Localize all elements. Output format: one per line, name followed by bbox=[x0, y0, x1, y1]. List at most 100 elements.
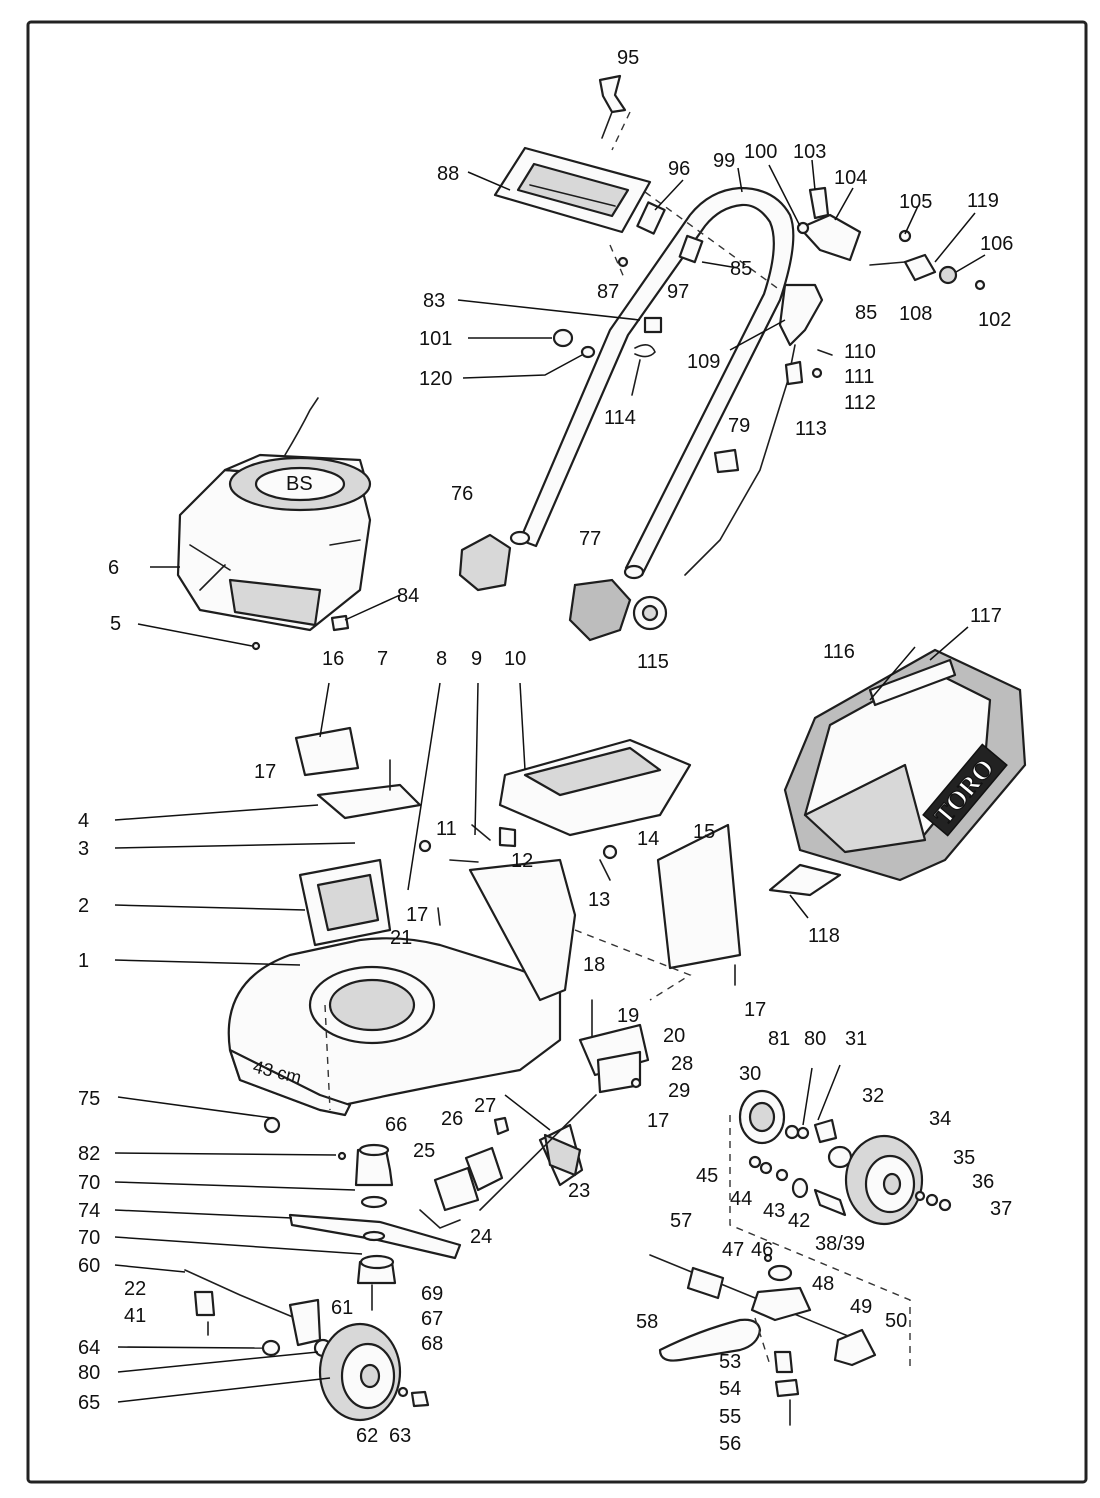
callout-97: 97 bbox=[667, 281, 689, 303]
callout-68: 68 bbox=[421, 1333, 443, 1355]
callout-64: 64 bbox=[78, 1337, 100, 1359]
callout-110: 110 bbox=[844, 341, 876, 363]
callout-45: 45 bbox=[696, 1165, 718, 1187]
callout-23: 23 bbox=[568, 1180, 590, 1202]
callout-112: 112 bbox=[844, 392, 876, 414]
callout-48: 48 bbox=[812, 1273, 834, 1295]
callout-102: 102 bbox=[978, 309, 1011, 331]
callout-5: 5 bbox=[110, 613, 121, 635]
callout-117: 117 bbox=[970, 605, 1002, 627]
callout-50: 50 bbox=[885, 1310, 907, 1332]
callout-118: 118 bbox=[808, 925, 840, 947]
callout-109: 109 bbox=[687, 351, 720, 373]
cover-parts bbox=[458, 533, 668, 642]
blade-assembly bbox=[263, 1116, 462, 1311]
callout-115: 115 bbox=[637, 651, 669, 673]
callout-13: 13 bbox=[588, 889, 610, 911]
callout-41: 41 bbox=[124, 1305, 146, 1327]
callout-119: 119 bbox=[967, 190, 999, 212]
callout-113: 113 bbox=[795, 418, 827, 440]
callout-10: 10 bbox=[504, 648, 526, 670]
front-wheel-assembly bbox=[184, 1269, 430, 1422]
callout-22: 22 bbox=[124, 1278, 146, 1300]
callout-6: 6 bbox=[108, 557, 119, 579]
callout-8: 8 bbox=[436, 648, 447, 670]
engine: BS bbox=[176, 397, 372, 651]
callout-87: 87 bbox=[597, 281, 619, 303]
callout-49: 49 bbox=[850, 1296, 872, 1318]
callout-83: 83 bbox=[423, 290, 445, 312]
callout-82: 82 bbox=[78, 1143, 100, 1165]
callout-101: 101 bbox=[419, 328, 452, 350]
callout-111: 111 bbox=[844, 366, 874, 388]
callout-66: 66 bbox=[385, 1114, 407, 1136]
callout-55: 55 bbox=[719, 1406, 741, 1428]
callout-43: 43 bbox=[763, 1200, 785, 1222]
callout-11: 11 bbox=[436, 818, 457, 840]
callout-14: 14 bbox=[637, 828, 659, 850]
svg-text:BS: BS bbox=[286, 473, 313, 495]
callout-67: 67 bbox=[421, 1308, 443, 1330]
callout-108: 108 bbox=[899, 303, 932, 325]
callout-114: 114 bbox=[604, 407, 636, 429]
callout-70a: 70 bbox=[78, 1172, 100, 1194]
gearbox-assembly bbox=[649, 1253, 877, 1426]
callout-76: 76 bbox=[451, 483, 473, 505]
callout-61: 61 bbox=[331, 1297, 353, 1319]
height-adjuster bbox=[578, 999, 650, 1094]
callout-30: 30 bbox=[739, 1063, 761, 1085]
diagram-frame bbox=[26, 20, 1088, 1484]
callout-103: 103 bbox=[793, 141, 826, 163]
callout-31: 31 bbox=[845, 1028, 867, 1050]
callout-38-39: 38/39 bbox=[815, 1233, 865, 1255]
callout-80b: 80 bbox=[78, 1362, 100, 1384]
callout-69: 69 bbox=[421, 1283, 443, 1305]
callout-17b: 17 bbox=[406, 904, 428, 926]
callout-56: 56 bbox=[719, 1433, 741, 1455]
callout-21: 21 bbox=[390, 927, 412, 949]
callout-81: 81 bbox=[768, 1028, 790, 1050]
callout-4: 4 bbox=[78, 810, 89, 832]
callout-47: 47 bbox=[722, 1239, 744, 1261]
callout-17a: 17 bbox=[254, 761, 276, 783]
callout-labels: 95 88 96 99 100 103 104 105 119 106 87 9… bbox=[78, 47, 1013, 1455]
callout-16: 16 bbox=[322, 648, 344, 670]
callout-15: 15 bbox=[693, 821, 715, 843]
callout-116: 116 bbox=[823, 641, 855, 663]
callout-37: 37 bbox=[990, 1198, 1012, 1220]
callout-28: 28 bbox=[671, 1053, 693, 1075]
callout-99: 99 bbox=[713, 150, 735, 172]
callout-60: 60 bbox=[78, 1255, 100, 1277]
callout-24: 24 bbox=[470, 1226, 492, 1248]
callout-88: 88 bbox=[437, 163, 459, 185]
callout-77: 77 bbox=[579, 528, 601, 550]
rear-wheel-assembly bbox=[729, 1089, 952, 1370]
callout-18: 18 bbox=[583, 954, 605, 976]
callout-53: 53 bbox=[719, 1351, 741, 1373]
callout-17c: 17 bbox=[744, 999, 766, 1021]
callout-17d: 17 bbox=[647, 1110, 669, 1132]
callout-62: 62 bbox=[356, 1425, 378, 1447]
leader-lines bbox=[114, 159, 986, 1403]
front-axle-assembly bbox=[419, 1094, 597, 1229]
callout-120: 120 bbox=[419, 368, 452, 390]
callout-80a: 80 bbox=[804, 1028, 826, 1050]
callout-96: 96 bbox=[668, 158, 690, 180]
callout-106: 106 bbox=[980, 233, 1013, 255]
callout-79: 79 bbox=[728, 415, 750, 437]
callout-19: 19 bbox=[617, 1005, 639, 1027]
callout-63: 63 bbox=[389, 1425, 411, 1447]
callout-9: 9 bbox=[471, 648, 482, 670]
callout-36: 36 bbox=[972, 1171, 994, 1193]
handle-assembly bbox=[493, 74, 986, 580]
callout-58: 58 bbox=[636, 1311, 658, 1333]
callout-20: 20 bbox=[663, 1025, 685, 1047]
callout-25: 25 bbox=[413, 1140, 435, 1162]
callout-42: 42 bbox=[788, 1210, 810, 1232]
callout-32: 32 bbox=[862, 1085, 884, 1107]
callout-70b: 70 bbox=[78, 1227, 100, 1249]
callout-27: 27 bbox=[474, 1095, 496, 1117]
callout-105: 105 bbox=[899, 191, 932, 213]
callout-54: 54 bbox=[719, 1378, 741, 1400]
callout-44: 44 bbox=[730, 1188, 752, 1210]
